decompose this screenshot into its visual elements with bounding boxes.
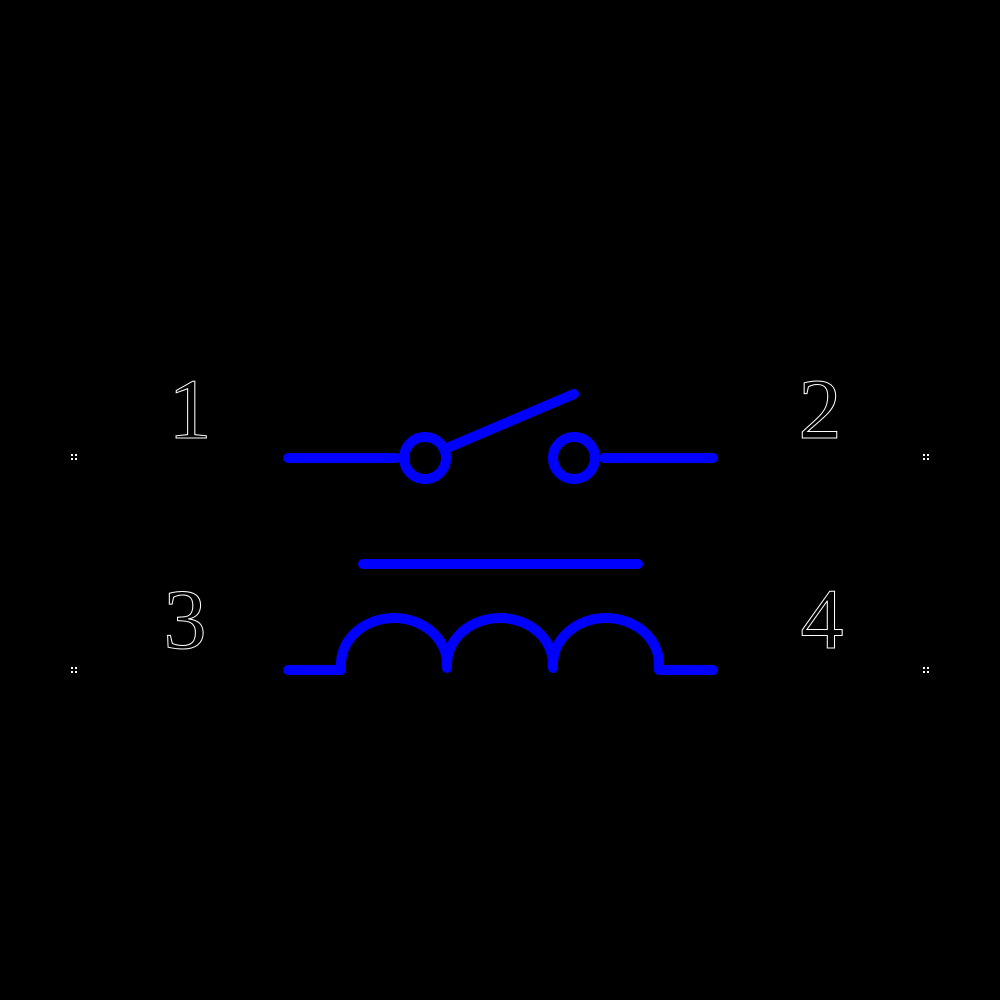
pin-dot-2 xyxy=(923,454,929,460)
pin-label-4: 4 xyxy=(801,571,844,667)
coil-winding xyxy=(283,613,718,675)
switch-contact-left xyxy=(399,432,451,484)
pin-dot-4 xyxy=(923,667,929,673)
switch-contact-right xyxy=(548,432,600,484)
switch-blade xyxy=(442,389,579,453)
pin-dot-3 xyxy=(71,667,77,673)
coil xyxy=(283,613,718,675)
pin-label-2: 2 xyxy=(799,361,842,457)
normally-open-switch xyxy=(283,389,718,484)
pin-dot-1 xyxy=(71,454,77,460)
pin-label-1: 1 xyxy=(169,361,212,457)
pin-label-3: 3 xyxy=(164,571,207,667)
